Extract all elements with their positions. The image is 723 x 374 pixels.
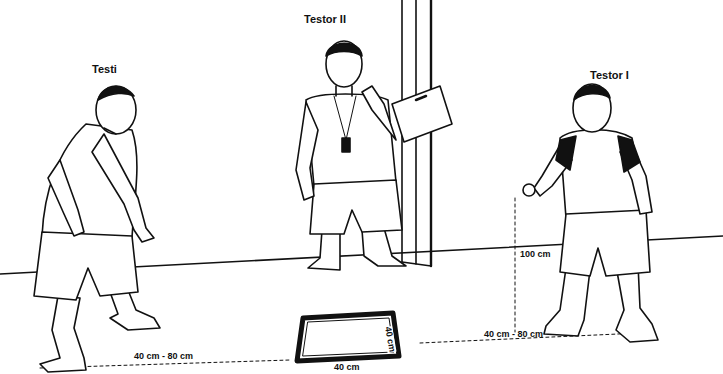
testor-ii-figure — [296, 41, 452, 270]
testi-figure — [34, 86, 160, 372]
target-square — [297, 313, 399, 361]
dimension-label: 40 cm - 80 cm — [484, 330, 543, 339]
dimension-label: 40 cm — [334, 363, 360, 372]
testor-i-figure — [523, 84, 658, 342]
person-label: Testi — [92, 64, 117, 75]
person-label: Testor I — [590, 70, 629, 81]
dimension-label: 100 cm — [520, 250, 551, 259]
person-label: Testor II — [304, 14, 346, 25]
dimension-label: 40 cm - 80 cm — [134, 352, 193, 361]
